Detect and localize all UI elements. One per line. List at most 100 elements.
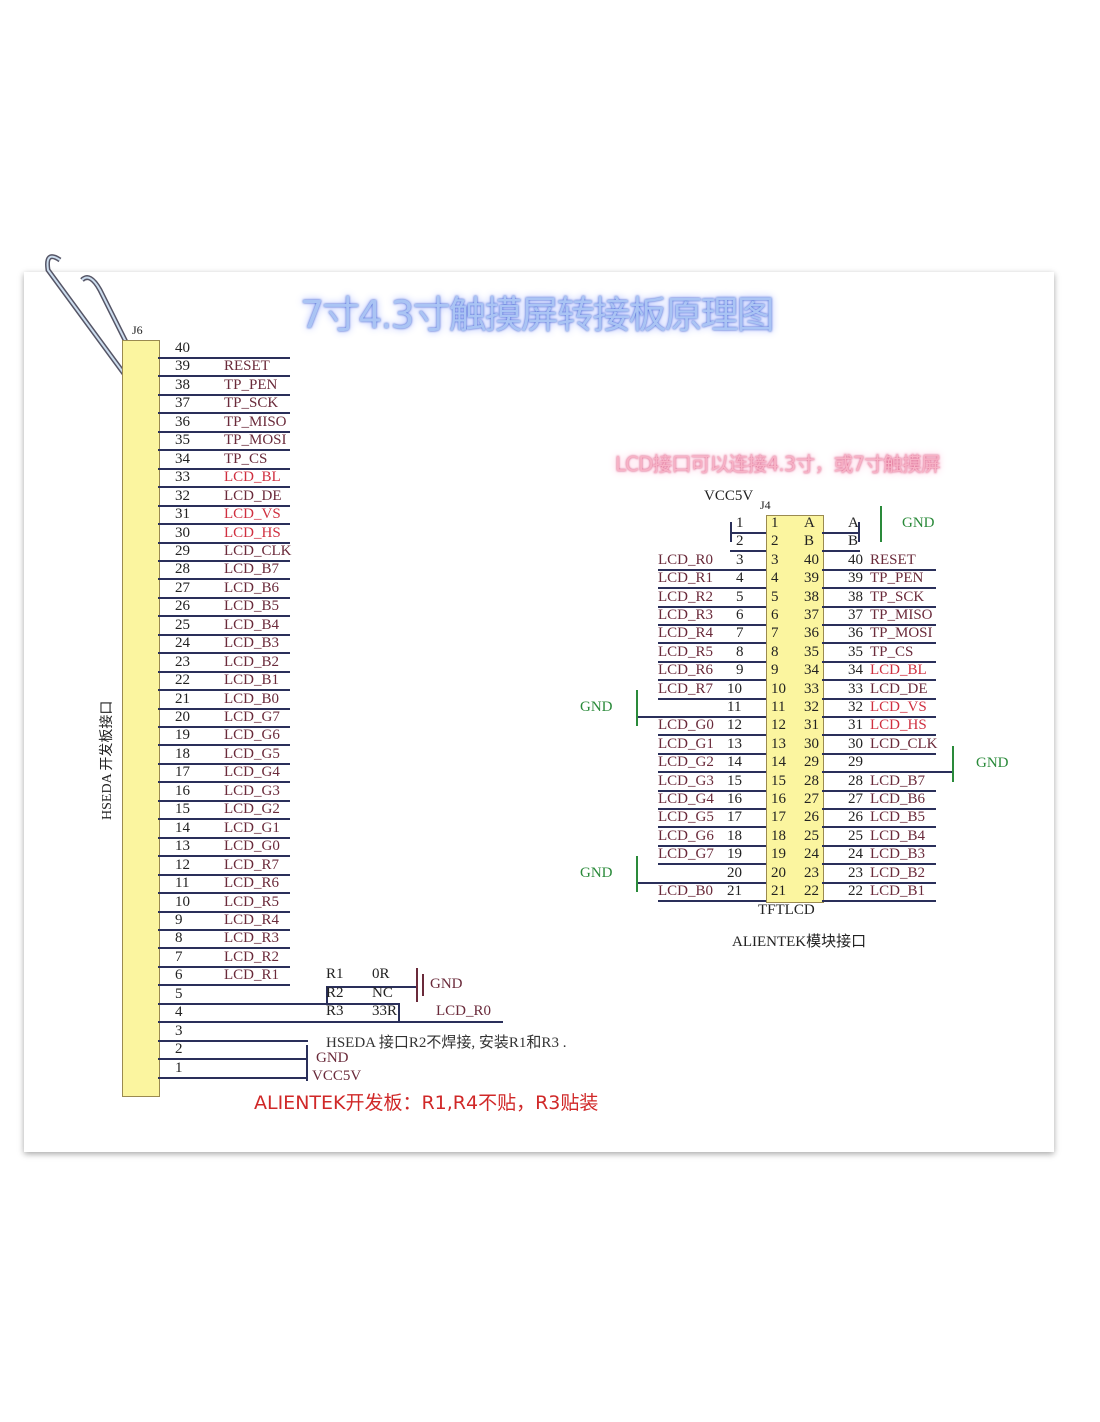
vcc-label-j6: VCC5V <box>312 1068 362 1084</box>
j6-pin-label: LCD_G2 <box>224 801 280 818</box>
j4-right-pin-number: 39 <box>848 570 863 587</box>
j6-pin-label: LCD_G7 <box>224 709 280 725</box>
j4-inner-left-number: 8 <box>771 643 779 660</box>
j6-pin-wire <box>158 412 290 415</box>
j4-pin-wire <box>822 587 936 590</box>
j4-right-pin-label: LCD_BL <box>870 662 927 679</box>
j4-left-pin-number: 11 <box>727 699 742 715</box>
j6-pin-number: 40 <box>175 340 190 356</box>
j4-inner-left-number: 15 <box>771 772 786 789</box>
j6-pin-number: 19 <box>175 727 190 744</box>
j4-inner-right-number: 26 <box>804 809 819 826</box>
j4-inner-left-number: 10 <box>771 680 786 697</box>
j4-right-pin-label: LCD_B2 <box>870 864 926 881</box>
j4-right-pin-label: TP_MISO <box>870 607 933 623</box>
j4-pin-wire <box>658 697 766 700</box>
j6-pin-wire <box>158 467 290 470</box>
j4-inner-left-number: 13 <box>771 735 786 752</box>
j4-pin-wire <box>822 568 936 571</box>
gnd-label-j4-ab: GND <box>902 515 935 531</box>
j6-pin-wire <box>158 799 290 802</box>
j4-left-pin-number: 21 <box>727 883 742 899</box>
j6-pin-number: 21 <box>175 690 190 707</box>
j6-pin-number: 32 <box>175 487 190 504</box>
j4-left-pin-number: 20 <box>727 864 742 881</box>
j6-pin-wire <box>158 689 290 692</box>
j4-inner-left-number: 18 <box>771 827 786 844</box>
j6-pin-number: 34 <box>175 450 190 467</box>
j6-pin-label: LCD_R2 <box>224 948 280 965</box>
j4-pin-wire <box>658 752 766 755</box>
j4-inner-left-number: 4 <box>771 570 779 587</box>
j4-left-pin-label: LCD_B0 <box>658 883 714 899</box>
j6-pin-wire <box>158 910 290 913</box>
j4-left-pin-number: 9 <box>736 662 744 679</box>
j6-pin-number: 20 <box>175 709 190 725</box>
j4-right-pin-number: 30 <box>848 735 863 752</box>
j4-right-pin-label: TP_PEN <box>870 570 924 587</box>
j6-pin-number: 22 <box>175 672 190 689</box>
j6-pin-wire <box>158 965 290 968</box>
j4-inner-left-number: 5 <box>771 588 779 605</box>
j4-left-pin-number: 14 <box>727 754 742 771</box>
j4-right-pin-number: 31 <box>848 717 863 734</box>
j6-pin-wire <box>158 1058 308 1061</box>
j4-right-pin-number: 25 <box>848 827 863 844</box>
j6-pin-wire <box>158 836 290 839</box>
r1-value: 0R <box>372 966 390 982</box>
j4-right-pin-label: LCD_VS <box>870 699 927 715</box>
j6-pin-number: 38 <box>175 376 190 393</box>
j4-pin-wire <box>658 568 766 571</box>
j4-inner-right-number: B <box>804 533 815 550</box>
j4-left-pin-label: LCD_G7 <box>658 846 714 863</box>
schematic-sheet <box>24 272 1054 1152</box>
j6-pin-label: LCD_B7 <box>224 561 280 578</box>
j4-left-pin-number: 16 <box>727 791 742 807</box>
j4-pin-wire <box>730 550 766 553</box>
j4-left-pin-label: LCD_R3 <box>658 607 714 623</box>
j4-right-pin-number: 23 <box>848 864 863 881</box>
j4-inner-left-number: 11 <box>771 699 786 715</box>
j4-inner-left-number: 12 <box>771 717 786 734</box>
j6-pin-number: 36 <box>175 413 190 430</box>
j4-pin-wire <box>658 771 766 774</box>
j4-right-pin-number: B <box>848 533 859 550</box>
gnd-label-j4-11: GND <box>580 699 613 715</box>
j4-right-pin-number: 33 <box>848 680 863 697</box>
j4-left-pin-label: LCD_R7 <box>658 680 714 697</box>
j6-pin-number: 6 <box>175 967 183 984</box>
j4-right-pin-number: 22 <box>848 883 863 899</box>
j4-right-pin-number: A <box>848 515 859 531</box>
j4-pin-wire <box>658 642 766 645</box>
j6-pin-number: 8 <box>175 930 183 947</box>
j6-pin-wire <box>158 357 290 359</box>
j4-right-pin-label: LCD_HS <box>870 717 927 734</box>
j4-right-pin-number: 28 <box>848 772 863 789</box>
j4-inner-left-number: 1 <box>771 515 779 531</box>
net-lcd-r0: LCD_R0 <box>436 1003 492 1019</box>
j4-left-pin-number: 12 <box>727 717 742 734</box>
alientek-red-note: ALIENTEK开发板：R1,R4不贴，R3贴装 <box>254 1092 599 1114</box>
j4-pin-wire <box>822 844 936 847</box>
j4-inner-left-number: 19 <box>771 846 786 863</box>
j4-pin-wire <box>822 752 936 755</box>
j6-pin-label: TP_SCK <box>224 395 279 412</box>
j4-inner-right-number: 32 <box>804 699 819 715</box>
j4-inner-left-number: 20 <box>771 864 786 881</box>
gnd-label-j6: GND <box>316 1050 349 1066</box>
j4-pin-wire <box>822 771 952 774</box>
j4-inner-left-number: 17 <box>771 809 786 826</box>
j6-pin-wire <box>158 486 290 489</box>
j6-pin-number: 14 <box>175 819 190 836</box>
j6-pin-number: 24 <box>175 635 190 652</box>
gnd-label-r1: GND <box>430 976 463 992</box>
j4-pin-wire <box>822 624 936 626</box>
j6-pin-label: LCD_R5 <box>224 893 280 910</box>
gnd-label-j4-20: GND <box>580 865 613 881</box>
j4-left-pin-number: 7 <box>736 625 744 642</box>
j6-pin-wire <box>158 670 290 673</box>
j6-pin-number: 12 <box>175 856 190 873</box>
j4-pin-wire <box>658 844 766 847</box>
j6-pin-wire <box>158 744 290 747</box>
